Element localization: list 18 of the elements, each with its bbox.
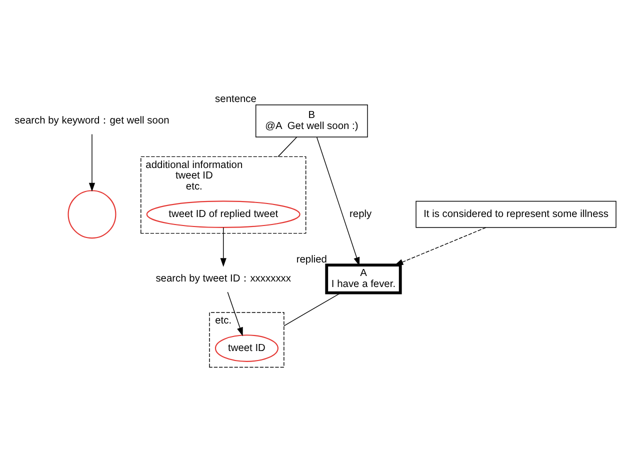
- node-text: search by keyword：get well soon: [14, 115, 170, 126]
- arrow: [88, 133, 96, 192]
- node-ellipse: tweet ID: [214, 334, 278, 362]
- node-label: replied: [296, 254, 327, 265]
- arrow: [316, 136, 360, 266]
- node-text: search by tweet ID：xxxxxxxx: [156, 273, 292, 284]
- node-ellipse: tweet ID of replied tweet: [146, 200, 300, 228]
- arrow: [227, 291, 243, 336]
- node-label: sentence: [215, 94, 256, 105]
- node-box: It is considered to represent some illness: [416, 200, 616, 228]
- arrow: [220, 226, 226, 266]
- edge-label: reply: [350, 208, 372, 220]
- node-box: B @A Get well soon :): [255, 104, 368, 137]
- arrow: [394, 226, 486, 265]
- connector: [284, 292, 342, 326]
- node-box: A I have a fever.: [325, 263, 402, 294]
- node-circle: [68, 190, 116, 238]
- connector: [278, 136, 298, 157]
